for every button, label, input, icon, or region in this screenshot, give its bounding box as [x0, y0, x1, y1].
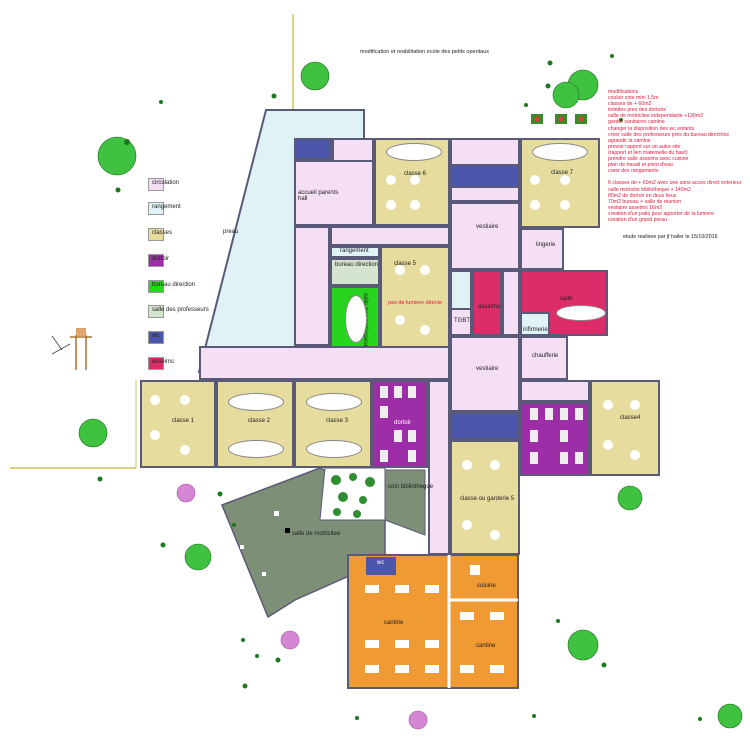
room-label-coin-bibliotheque: coin bibliotheque [388, 484, 434, 490]
table-oval [306, 393, 362, 411]
table-oval [386, 143, 442, 161]
room-label-chaufferie: chaufferie [532, 353, 559, 359]
legend-label: bureau direction [152, 282, 196, 288]
legend-swatch [148, 202, 164, 215]
room-label-cantine-left: cantine [384, 620, 404, 626]
table-oval [228, 440, 284, 458]
room-rangement-top: rangement [330, 246, 380, 258]
room-label-lingerie: lingerie [536, 242, 556, 248]
room-label-accueil: accueil parents hall [298, 190, 339, 202]
legend-label: dortoir [152, 256, 170, 262]
modification-notes: modifications couloir cote mini 1,5m cla… [608, 89, 742, 223]
wc-middle-top [450, 164, 520, 188]
table-oval [228, 393, 284, 411]
legend-swatch [148, 280, 164, 293]
table-oval [556, 305, 606, 321]
legend-swatch [148, 305, 164, 318]
legend-label: wc [152, 333, 160, 339]
room-label-cuisine: cuisine [477, 583, 496, 589]
room-classe-garderie: classe ou garderie 5 [450, 440, 520, 555]
room-classe-4: classe4 [590, 380, 660, 476]
room-label-asseims: asseims [478, 304, 501, 310]
room-label-classe-garderie: classe ou garderie 5 [460, 496, 515, 502]
legend-label: asseims [152, 359, 175, 365]
corridor-center [199, 346, 450, 380]
room-label-salle: salle [560, 296, 573, 302]
room-label-classe-6: classe 6 [404, 171, 427, 177]
legend-label: rangement [152, 204, 181, 210]
room-label-tgbt: TGBT [454, 318, 470, 324]
corridor-left [294, 226, 330, 346]
room-tgbt: TGBT [450, 308, 472, 336]
room-label-classe-1: classe 1 [172, 418, 195, 424]
room-note-classe-5: pas de lumiere directe [388, 300, 443, 306]
plan-title: modification et reabilitation ecole des … [360, 49, 490, 55]
wc-top [294, 138, 332, 160]
room-label-cantine-right: cantine [476, 643, 496, 649]
room-asseims: asseims [472, 270, 502, 336]
room-label-bureau-direction: bureau direction [335, 262, 379, 268]
table-oval [306, 440, 362, 458]
room-classe-5: classe 5 pas de lumiere directe [380, 246, 450, 348]
room-label-vestiaire-mid: vestiaire [476, 366, 499, 372]
legend-swatch [148, 254, 164, 267]
room-label-infirmerie: infirmerie [523, 327, 548, 333]
room-label-classe-4: classe4 [620, 415, 641, 421]
room-label-wc-bottom: wc [377, 560, 385, 566]
legend-label: salle des professeurs [152, 307, 209, 313]
room-label-classe-5: classe 5 [394, 261, 417, 267]
room-label-vestiaire-top: vestiaire [476, 224, 499, 230]
room-label-preau: preau [223, 229, 239, 235]
table-oval [532, 143, 588, 161]
wc-middle [450, 412, 520, 440]
room-label-classe-7: classe 7 [551, 170, 574, 176]
room-vestiaire-mid: vestiaire [450, 336, 520, 412]
table-oval [345, 295, 367, 343]
room-lingerie: lingerie [520, 228, 564, 270]
room-label-classe-2: classe 2 [248, 418, 271, 424]
room-classe-1: classe 1 [140, 380, 216, 468]
room-chaufferie: chaufferie [520, 336, 568, 380]
room-vestiaire-top: vestiaire [450, 202, 520, 270]
room-label-classe-3: classe 3 [326, 418, 349, 424]
legend-label: classes [152, 230, 173, 236]
accueil-hall: accueil parents hall [294, 160, 374, 226]
room-label-dortoir: dortoir [394, 420, 412, 426]
room-label-rangement-top: rangement [340, 248, 369, 254]
legend-swatch [148, 178, 164, 191]
room-infirmerie: infirmerie [520, 312, 550, 336]
room-bureau-direction: bureau direction [330, 258, 380, 286]
legend-swatch [148, 331, 164, 344]
study-note: etude realisee par jf haller le 15/10/20… [623, 234, 718, 240]
room-label-salle-motricite: salle de motricitee [292, 531, 341, 537]
legend-swatch [148, 357, 164, 370]
legend-swatch [148, 228, 164, 241]
legend-label: circulation [152, 180, 180, 186]
